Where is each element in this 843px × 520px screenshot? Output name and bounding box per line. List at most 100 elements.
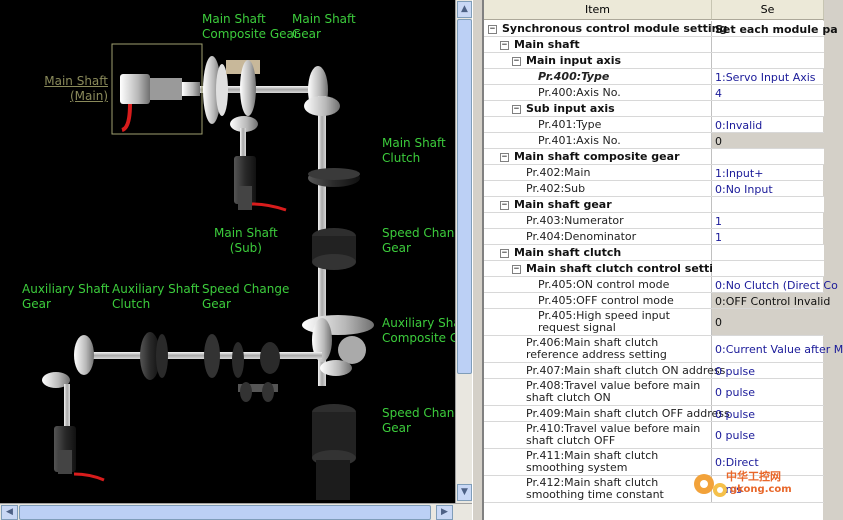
label-speed-change-gear-2[interactable]: Speed Chang Gear <box>382 406 462 435</box>
grid-group-row[interactable]: −Main input axis <box>484 53 824 69</box>
grid-setting-cell: 0:OFF Control Invalid <box>712 293 830 308</box>
label-main-shaft-gear[interactable]: Main Shaft Gear <box>292 12 356 41</box>
collapse-toggle-icon[interactable]: − <box>488 24 497 34</box>
grid-row[interactable]: Pr.406:Main shaft clutch reference addre… <box>484 336 843 363</box>
grid-row[interactable]: Pr.405:OFF control mode 0:OFF Control Inv… <box>484 293 830 309</box>
grid-setting-cell[interactable]: 0 pulse <box>712 422 824 448</box>
label-auxiliary-shaft-composite[interactable]: Auxiliary Shaf Composite Ge <box>382 316 467 345</box>
grid-row[interactable]: Pr.400:Type 1:Servo Input Axis <box>484 69 824 85</box>
grid-setting-cell[interactable]: 0:Current Value after M <box>712 336 843 362</box>
collapse-toggle-icon[interactable]: − <box>512 104 521 114</box>
label-speed-change-gear-1[interactable]: Speed Chang Gear <box>382 226 462 255</box>
collapse-toggle-icon[interactable]: − <box>500 152 509 162</box>
grid-row[interactable]: Pr.412:Main shaft clutch smoothing time … <box>484 476 824 503</box>
grid-row[interactable]: Pr.410:Travel value before main shaft cl… <box>484 422 824 449</box>
label-auxiliary-shaft-clutch[interactable]: Auxiliary Shaft Clutch <box>112 282 200 311</box>
collapse-toggle-icon[interactable]: − <box>512 56 521 66</box>
grid-setting-cell[interactable]: 0:Invalid <box>712 117 824 132</box>
grid-group-row[interactable]: −Main shaft clutch <box>484 245 824 261</box>
label-main-shaft-composite-gear[interactable]: Main Shaft Composite Gear <box>202 12 299 41</box>
grid-item-cell: Pr.406:Main shaft clutch reference addre… <box>484 336 712 362</box>
collapse-toggle-icon[interactable]: − <box>500 40 509 50</box>
label-main-shaft-sub[interactable]: Main Shaft (Sub) <box>214 226 278 255</box>
scroll-down-icon[interactable]: ▼ <box>457 484 472 501</box>
grid-setting-cell[interactable]: 0:No Clutch (Direct Co <box>712 277 838 292</box>
grid-setting-cell[interactable] <box>712 245 824 260</box>
diagram-vertical-scrollbar[interactable]: ▲ ▼ <box>455 0 472 503</box>
collapse-toggle-icon[interactable]: − <box>500 200 509 210</box>
diagram-horizontal-scrollbar[interactable]: ◀ ▶ <box>0 503 472 520</box>
scroll-up-icon[interactable]: ▲ <box>457 1 472 18</box>
grid-setting-cell[interactable]: 0 pulse <box>712 406 824 421</box>
grid-setting-cell[interactable] <box>712 261 824 276</box>
grid-row[interactable]: Pr.411:Main shaft clutch smoothing syste… <box>484 449 824 476</box>
grid-item-label: Pr.401:Axis No. <box>538 134 621 147</box>
grid-group-row[interactable]: −Main shaft composite gear <box>484 149 824 165</box>
parameter-grid[interactable]: Item Se −Synchronous control module sett… <box>483 0 843 520</box>
grid-setting-value: 0 pulse <box>715 408 756 421</box>
grid-item-label: Pr.412:Main shaft clutch smoothing time … <box>526 476 664 501</box>
grid-group-row[interactable]: −Sub input axis <box>484 101 824 117</box>
grid-setting-cell[interactable]: 0 pulse <box>712 379 824 405</box>
grid-item-label: Pr.400:Type <box>538 70 610 83</box>
grid-row[interactable]: Pr.408:Travel value before main shaft cl… <box>484 379 824 406</box>
grid-setting-cell[interactable]: 0 pulse <box>712 363 824 378</box>
grid-setting-cell[interactable]: Set each module pa <box>712 21 838 36</box>
pane-splitter[interactable] <box>472 0 483 520</box>
grid-setting-cell[interactable]: 1 <box>712 229 824 244</box>
grid-setting-cell[interactable]: 4 <box>712 85 824 100</box>
auxiliary-shaft-gear-mark <box>74 335 94 375</box>
grid-item-cell: Pr.402:Main <box>484 165 712 180</box>
grid-setting-value: 0 <box>715 135 722 148</box>
watermark-title: 中华工控网 <box>726 470 781 483</box>
collapse-toggle-icon[interactable]: − <box>512 264 521 274</box>
grid-setting-value: 0 pulse <box>715 429 756 442</box>
grid-group-row[interactable]: −Main shaft clutch control setting <box>484 261 824 277</box>
grid-setting-cell[interactable]: 0:No Input <box>712 181 824 196</box>
scroll-right-icon[interactable]: ▶ <box>436 505 453 520</box>
grid-item-label: Pr.407:Main shaft clutch ON address <box>526 364 726 377</box>
grid-setting-value: 0:OFF Control Invalid <box>715 295 831 308</box>
label-main-shaft-clutch[interactable]: Main Shaft Clutch <box>382 136 446 165</box>
grid-group-row[interactable]: −Main shaft gear <box>484 197 824 213</box>
grid-item-label: Pr.409:Main shaft clutch OFF address <box>526 407 730 420</box>
grid-setting-cell[interactable]: 1:Input+ <box>712 165 824 180</box>
grid-setting-value: 0:Current Value after M <box>715 343 843 356</box>
grid-row[interactable]: Pr.401:Axis No. 0 <box>484 133 824 149</box>
collapse-toggle-icon[interactable]: − <box>500 248 509 258</box>
label-speed-change-gear-aux[interactable]: Speed Change Gear <box>202 282 290 311</box>
grid-item-label: Pr.405:OFF control mode <box>538 294 674 307</box>
vertical-scroll-thumb[interactable] <box>457 19 472 374</box>
auxiliary-shaft-clutch-mark <box>140 332 160 380</box>
grid-setting-cell[interactable] <box>712 37 824 52</box>
grid-setting-cell[interactable] <box>712 101 824 116</box>
grid-setting-value: 1 <box>715 231 722 244</box>
grid-setting-cell[interactable] <box>712 197 824 212</box>
grid-row[interactable]: Pr.400:Axis No.4 <box>484 85 824 101</box>
label-auxiliary-shaft-gear[interactable]: Auxiliary Shaft Gear <box>22 282 110 311</box>
column-header-setting[interactable]: Se <box>712 0 824 20</box>
grid-group-row[interactable]: −Main shaft <box>484 37 824 53</box>
grid-setting-cell[interactable] <box>712 53 824 68</box>
main-shaft-motor <box>120 74 150 104</box>
grid-setting-cell[interactable]: 1 <box>712 213 824 228</box>
grid-setting-cell[interactable] <box>712 149 824 164</box>
grid-item-cell: Pr.410:Travel value before main shaft cl… <box>484 422 712 448</box>
grid-setting-cell[interactable]: 1:Servo Input Axis <box>712 69 824 84</box>
mechanism-diagram[interactable]: Main Shaft (Main) Main Shaft Composite G… <box>0 0 467 503</box>
label-main-shaft-main[interactable]: Main Shaft (Main) <box>44 74 108 103</box>
grid-setting-cell[interactable]: 0:Direct <box>712 449 824 475</box>
scroll-left-icon[interactable]: ◀ <box>1 505 18 520</box>
horizontal-scroll-thumb[interactable] <box>19 505 431 520</box>
column-header-item[interactable]: Item <box>484 0 712 20</box>
